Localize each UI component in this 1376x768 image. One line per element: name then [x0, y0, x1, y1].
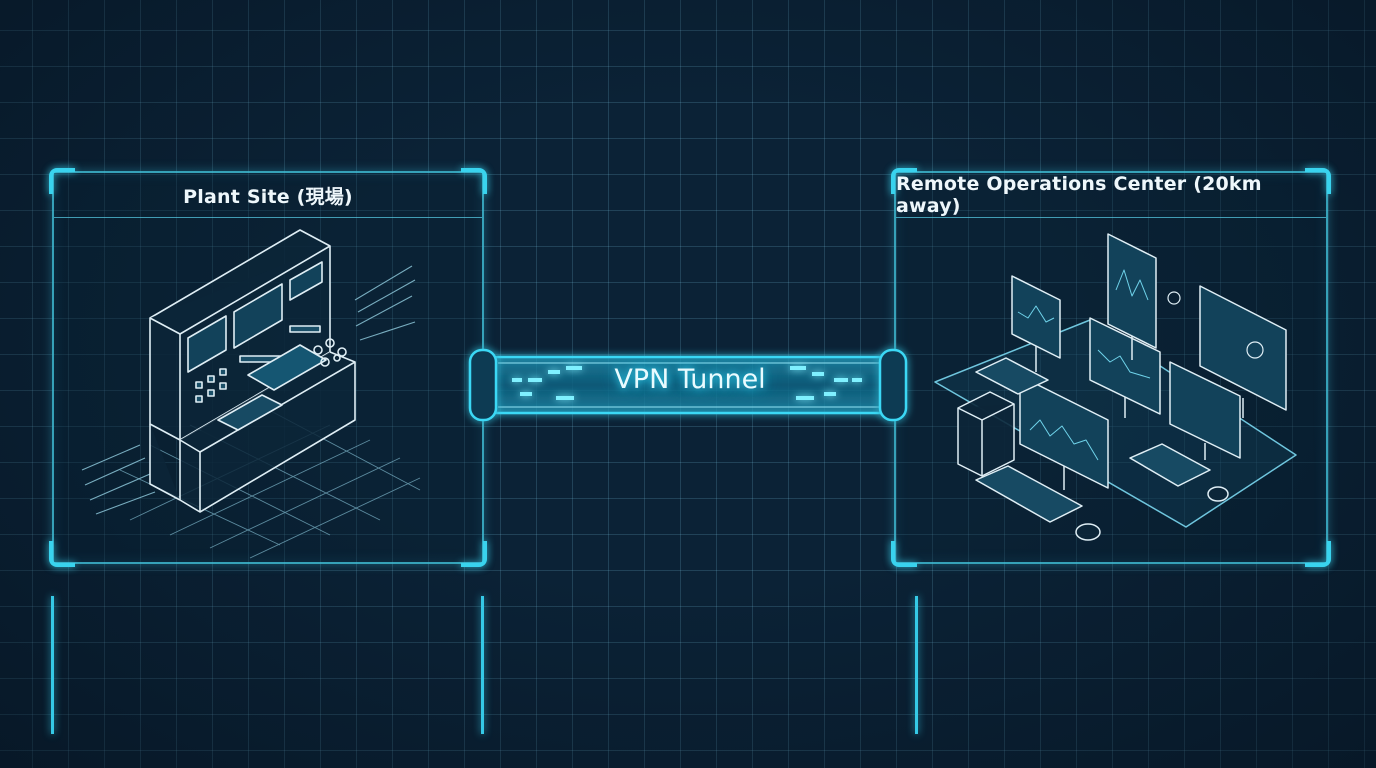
- corner-bracket: [1305, 541, 1331, 567]
- corner-bracket: [461, 168, 487, 194]
- corner-bracket: [891, 541, 917, 567]
- gauge-icon: [1167, 291, 1181, 305]
- remote-center-title: Remote Operations Center (20km away): [896, 173, 1326, 218]
- support-line-center: [481, 596, 484, 734]
- vpn-tunnel-label: VPN Tunnel: [614, 364, 766, 395]
- plant-site-title: Plant Site (現場): [54, 173, 482, 218]
- corner-bracket: [461, 541, 487, 567]
- support-line-right: [915, 596, 918, 734]
- workstation-icon: [934, 233, 1297, 541]
- camera-feed-icon: [1246, 341, 1264, 359]
- corner-bracket: [1305, 168, 1331, 194]
- control-console-icon: [81, 229, 421, 559]
- support-line-left: [51, 596, 54, 734]
- corner-bracket: [49, 168, 75, 194]
- vpn-tunnel-icon: [468, 348, 908, 422]
- corner-bracket: [891, 168, 917, 194]
- corner-bracket: [49, 541, 75, 567]
